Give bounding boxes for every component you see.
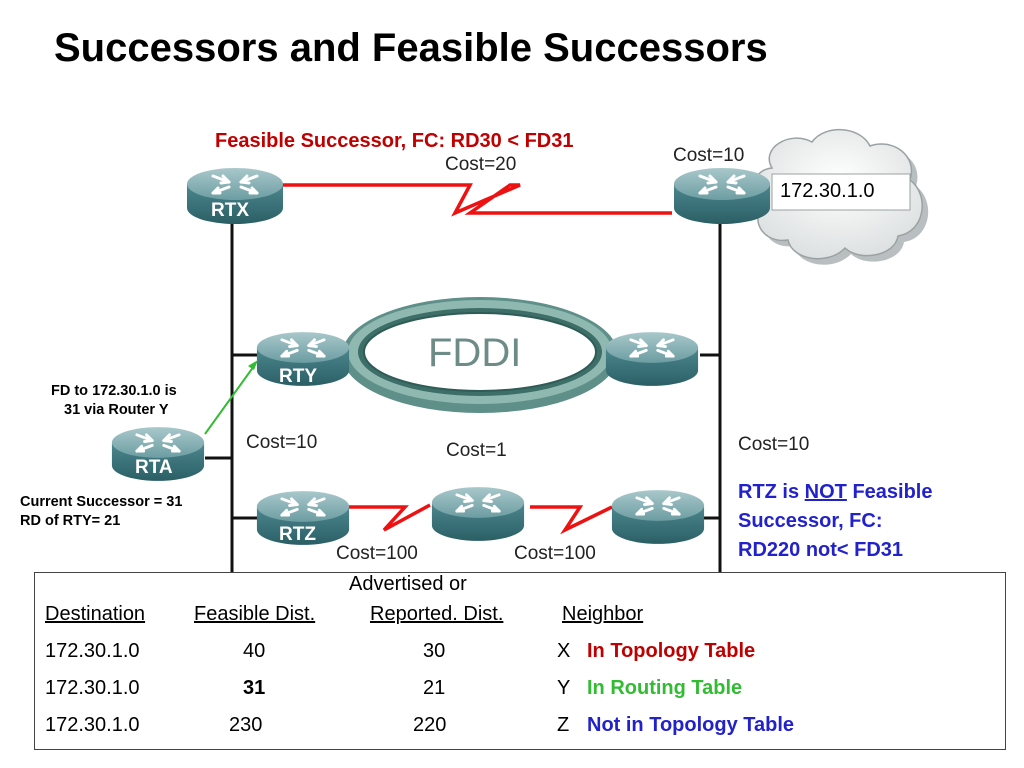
row1-fd: 40 [243, 640, 266, 662]
row1-status: In Topology Table [587, 640, 756, 662]
header-feasible-dist: Feasible Dist. [194, 603, 315, 626]
rtz-note-prefix: RTZ is [738, 481, 805, 503]
green-arrow-to-rty [204, 365, 255, 435]
header-destination: Destination [45, 603, 145, 626]
feasible-successor-label: Feasible Successor, FC: RD30 < FD31 [215, 130, 574, 152]
header-reported-dist: Reported. Dist. [370, 603, 503, 626]
fd-note-line2: 31 via Router Y [64, 402, 169, 418]
row3-destination: 172.30.1.0 [45, 714, 140, 736]
rtz-note: RTZ is NOT Feasible Successor, FC: RD220… [738, 478, 933, 565]
header-reported-dist-text: Reported. Dist. [370, 603, 504, 625]
cloud-edge-router [672, 166, 772, 226]
page-title: Successors and Feasible Successors [54, 26, 768, 70]
cost-rtz-link2: Cost=100 [514, 543, 596, 564]
row1-destination: 172.30.1.0 [45, 640, 140, 662]
green-arrowhead [248, 360, 258, 370]
topology-table: Advertised or Destination Feasible Dist.… [34, 572, 1006, 750]
fddi-ring [342, 297, 618, 413]
rtz-note-not: NOT [804, 481, 847, 503]
header-neighbor-text: Neighbor [562, 603, 644, 625]
cost-cloud-link: Cost=10 [673, 145, 745, 166]
row3-neighbor: Z [557, 714, 570, 736]
header-advertised-or: Advertised or [349, 573, 467, 595]
rtz-label: RTZ [279, 524, 316, 545]
rta-label: RTA [135, 457, 173, 478]
rtz-note-line2: Successor, FC: [738, 510, 883, 532]
row2-fd: 31 [243, 677, 266, 699]
rtz-serial-link-2 [530, 505, 613, 535]
rtz-note-line3: RD220 not< FD31 [738, 539, 904, 561]
middle-router [430, 485, 526, 543]
fddi-label: FDDI [428, 331, 522, 375]
cost-rtx-link: Cost=20 [445, 154, 517, 175]
row3-fd: 230 [229, 714, 263, 736]
rtz-note-suffix: Feasible [846, 481, 933, 503]
rtz-note-line1: RTZ is NOT Feasible [738, 478, 933, 507]
rtx-serial-link [283, 183, 672, 217]
fddi-router [604, 330, 700, 388]
row2-destination: 172.30.1.0 [45, 677, 140, 699]
header-neighbor: Neighbor [562, 603, 643, 626]
network-cloud [753, 128, 929, 265]
header-destination-text: Destination [45, 603, 146, 625]
rty-label: RTY [279, 366, 317, 387]
header-feasible-dist-text: Feasible Dist. [194, 603, 316, 625]
cost-rtz-link1: Cost=100 [336, 543, 418, 564]
right-router [610, 488, 706, 546]
rtz-serial-link-1 [330, 503, 431, 532]
row2-rd: 21 [423, 677, 446, 699]
network-address-box [771, 173, 911, 211]
current-successor-line1: Current Successor = 31 [20, 494, 183, 510]
network-address: 172.30.1.0 [780, 180, 875, 202]
serial-links [283, 183, 672, 535]
row2-neighbor: Y [557, 677, 571, 699]
row3-rd: 220 [413, 714, 447, 736]
row2-status: In Routing Table [587, 677, 743, 699]
row3-status: Not in Topology Table [587, 714, 795, 736]
rtx-label: RTX [211, 200, 249, 221]
row1-rd: 30 [423, 640, 446, 662]
cost-rty-link: Cost=10 [246, 432, 318, 453]
cost-fddi-link: Cost=1 [446, 440, 507, 461]
cost-right-link: Cost=10 [738, 434, 810, 455]
current-successor-line2: RD of RTY= 21 [20, 513, 121, 529]
row1-neighbor: X [557, 640, 571, 662]
fd-note-line1: FD to 172.30.1.0 is [51, 383, 177, 399]
